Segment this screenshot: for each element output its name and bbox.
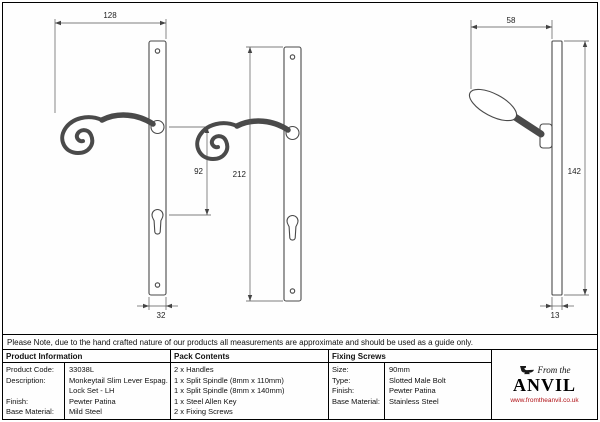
spec-label: Size: — [332, 365, 349, 374]
dim-side-height: 142 — [564, 40, 589, 296]
arrowhead — [247, 47, 253, 53]
fixing-screws-header: Fixing Screws — [329, 350, 491, 363]
spec-label: Type: — [332, 375, 351, 385]
arrowhead — [546, 303, 552, 309]
dim-lock-centres-label: 92 — [194, 167, 203, 176]
pack-contents-column: Pack Contents 2 x Handles 1 x Split Spin… — [171, 350, 329, 419]
dim-plate-thickness-label: 13 — [551, 311, 560, 320]
pack-item: 2 x Handles — [174, 365, 214, 374]
arrowhead — [582, 41, 588, 47]
pack-item: 1 x Split Spindle (8mm x 140mm) — [174, 386, 285, 395]
lever-stem-profile — [511, 113, 545, 138]
monkeytail-spiral — [60, 115, 104, 156]
product-info-body: Product Code: Description: Finish: Base … — [3, 363, 170, 419]
arrowhead — [471, 24, 477, 30]
brand-top-row: From the — [519, 365, 571, 375]
spec-value: Monkeytail Slim Lever Espag. — [69, 375, 168, 385]
product-info-labels: Product Code: Description: Finish: Base … — [3, 363, 65, 419]
pack-item: 1 x Split Spindle (8mm x 110mm) — [174, 375, 284, 385]
drawing-front-view: 128 92 — [54, 11, 211, 320]
lever-arm — [99, 112, 156, 127]
pack-contents-list: 2 x Handles 1 x Split Spindle (8mm x 110… — [171, 363, 328, 419]
spec-value: Stainless Steel — [389, 396, 439, 406]
fixing-screws-body: Size: Type: Finish: Base Material: 90mm … — [329, 363, 491, 419]
lever-arm — [234, 118, 291, 133]
screw-hole — [289, 288, 296, 294]
dim-plate-height-label: 212 — [233, 170, 247, 179]
monkeytail-spiral — [195, 121, 239, 162]
fixing-screws-values: 90mm Slotted Male Bolt Pewter Patina Sta… — [385, 363, 491, 419]
euro-keyhole — [151, 209, 164, 235]
screw-hole — [289, 54, 296, 60]
drawing-side-view: 58 142 — [468, 16, 589, 320]
arrowhead — [562, 303, 568, 309]
dim-side-height-label: 142 — [568, 167, 582, 176]
lever-grip-profile — [468, 88, 518, 122]
arrowhead — [204, 209, 210, 215]
euro-keyhole — [286, 215, 299, 241]
spec-label — [6, 386, 64, 397]
spec-label: Finish: — [6, 396, 29, 406]
spec-label: Base Material: — [332, 396, 380, 406]
spec-value: Slotted Male Bolt — [389, 375, 446, 385]
product-info-values: 33038L Monkeytail Slim Lever Espag. Lock… — [65, 363, 170, 419]
arrowhead — [546, 24, 552, 30]
arrowhead — [247, 295, 253, 301]
screw-hole — [154, 48, 161, 54]
dim-plate-thickness: 13 — [540, 297, 574, 320]
pack-contents-header: Pack Contents — [171, 350, 328, 363]
arrowhead — [143, 303, 149, 309]
spec-value: Lock Set - LH — [69, 386, 115, 395]
brand-url: www.fromtheanvil.co.uk — [510, 397, 579, 404]
arrowhead — [166, 303, 172, 309]
drawings-svg: 128 92 — [54, 11, 589, 320]
dim-plate-width-label: 32 — [157, 311, 166, 320]
spec-value: Pewter Patina — [69, 396, 116, 406]
fixing-screws-column: Fixing Screws Size: Type: Finish: Base M… — [329, 350, 492, 419]
drawing-middle-view: 212 — [195, 46, 302, 302]
dim-overall-width: 128 — [54, 11, 167, 113]
spec-table: Product Information Product Code: Descri… — [3, 350, 597, 419]
spec-value: 90mm — [389, 365, 410, 374]
middle-handle-geometry — [195, 46, 302, 302]
note-text: Please Note, due to the hand crafted nat… — [7, 338, 473, 347]
pack-item: 1 x Steel Allen Key — [174, 396, 237, 406]
screw-hole — [154, 282, 161, 288]
dim-lock-centres: 92 — [169, 126, 211, 216]
dim-overall-width-label: 128 — [103, 11, 117, 20]
product-info-column: Product Information Product Code: Descri… — [3, 350, 171, 419]
spec-label: Product Code: — [6, 365, 54, 374]
spec-label: Base Material: — [6, 407, 54, 416]
spec-label: Finish: — [332, 386, 355, 395]
dim-projection: 58 — [470, 16, 553, 89]
spec-value: 33038L — [69, 365, 95, 374]
brand-name: ANVIL — [512, 375, 576, 395]
spec-label: Description: — [6, 375, 46, 385]
technical-drawings: 128 92 — [3, 3, 597, 334]
dim-projection-label: 58 — [507, 16, 516, 25]
pack-item: 2 x Fixing Screws — [174, 407, 233, 416]
backplate — [283, 46, 302, 302]
arrowhead — [160, 20, 166, 26]
brand-logo: From the ANVIL www.fromtheanvil.co.uk — [508, 363, 580, 406]
note-bar: Please Note, due to the hand crafted nat… — [3, 334, 597, 350]
backplate-edge — [551, 40, 563, 296]
arrowhead — [582, 289, 588, 295]
spec-value: Pewter Patina — [389, 386, 436, 395]
dim-plate-width: 32 — [137, 297, 178, 320]
anvil-icon — [519, 366, 534, 375]
brand-logo-cell: From the ANVIL www.fromtheanvil.co.uk — [492, 350, 597, 419]
product-info-header: Product Information — [3, 350, 170, 363]
backplate — [148, 40, 167, 296]
dim-plate-height: 212 — [233, 46, 283, 302]
brand-pretext: From the — [537, 365, 571, 375]
arrowhead — [55, 20, 61, 26]
fixing-screws-labels: Size: Type: Finish: Base Material: — [329, 363, 385, 419]
spec-value: Mild Steel — [69, 407, 102, 416]
